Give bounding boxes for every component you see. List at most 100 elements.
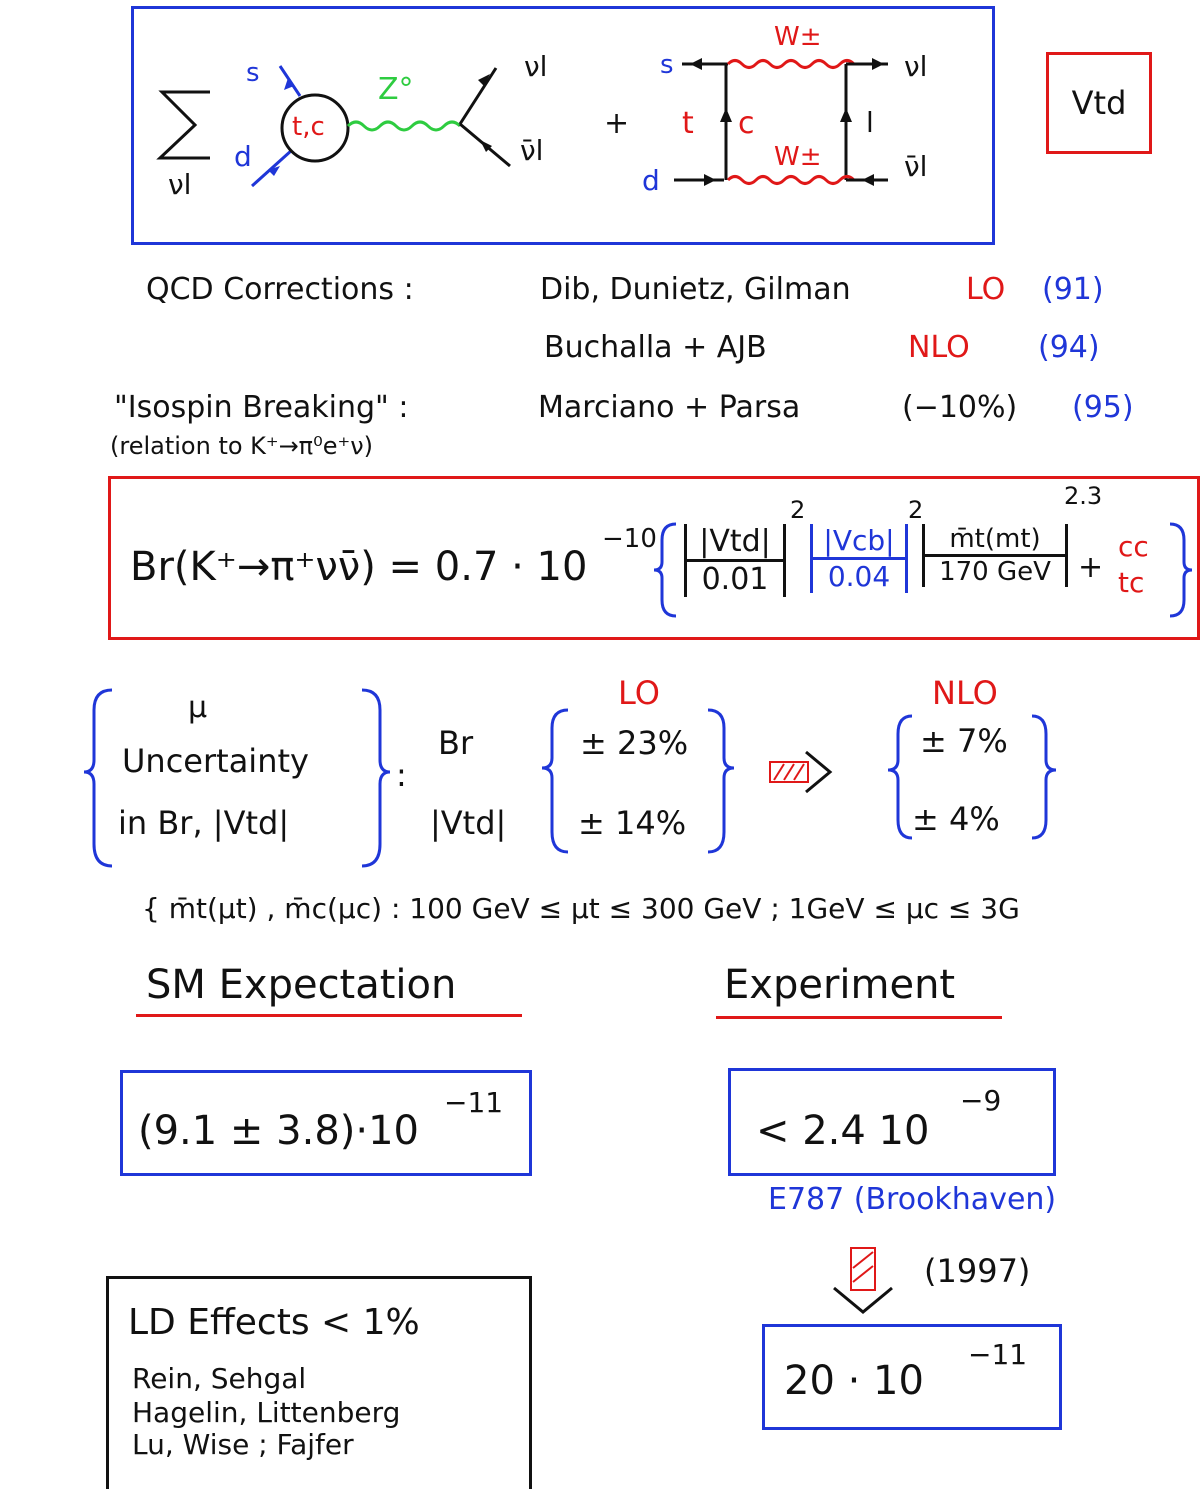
fraction-vcb: |Vcb| 0.04: [810, 524, 908, 593]
penguin-d-label: d: [234, 140, 252, 173]
fraction-mt-den: 170 GeV: [939, 557, 1051, 587]
box-nubar-arrow-icon: [862, 174, 874, 186]
formula-cc: cc: [1118, 530, 1149, 563]
lo-left-brace: [541, 708, 569, 854]
vtd-box: Vtd: [1046, 52, 1152, 154]
formula-box: [108, 476, 1200, 640]
fraction-vcb-den: 0.04: [827, 560, 891, 593]
box-t-label: t: [682, 106, 694, 141]
fraction-mt: m̄t(mt) 170 GeV: [922, 524, 1068, 587]
formula-exponent: −10: [602, 524, 657, 554]
fraction-vtd: |Vtd| 0.01: [684, 524, 786, 597]
box-lepton-label: l: [866, 106, 874, 139]
uncertainty-colon: :: [396, 756, 407, 794]
fraction-vtd-power: 2: [790, 496, 806, 524]
box-left-arrow-icon: [720, 108, 732, 122]
penguin-s-label: s: [246, 58, 260, 88]
isospin-value: (−10%): [902, 390, 1018, 425]
experiment-title: Experiment: [724, 962, 956, 1008]
box-nubar-label: ν̄l: [904, 150, 928, 183]
nlo-br-value: ± 7%: [920, 722, 1008, 760]
qcd-row2-year: (94): [1038, 330, 1100, 365]
qcd-row2-order: NLO: [908, 330, 970, 365]
experiment-value-box: [728, 1068, 1056, 1176]
experiment-source: E787 (Brookhaven): [768, 1182, 1057, 1217]
box-d-arrow-icon: [704, 174, 716, 186]
sigma-symbol: [156, 90, 210, 160]
isospin-sublabel: (relation to K⁺→π⁰e⁺ν): [110, 432, 373, 460]
nlo-right-brace: [1031, 714, 1057, 840]
down-arrow-icon: [833, 1286, 893, 1314]
d-arrow-icon: [268, 166, 280, 176]
vtd-label: Vtd: [1071, 84, 1127, 122]
w-top-label: W±: [774, 22, 822, 52]
qcd-row2-authors: Buchalla + AJB: [544, 330, 767, 365]
z-boson-line: [346, 120, 462, 132]
uncertainty-left-brace: [83, 688, 113, 868]
fraction-mt-num: m̄t(mt): [925, 524, 1065, 557]
sm-exponent: −11: [444, 1086, 504, 1119]
sm-value-box: [120, 1070, 532, 1176]
diagram-box: [131, 6, 995, 245]
uncertainty-mu: μ: [188, 690, 208, 725]
formula-right-brace: [1169, 522, 1193, 618]
experiment-new-exponent: −11: [968, 1338, 1028, 1371]
formula-lhs: Br(K⁺→π⁺νν̄) = 0.7 · 10: [130, 544, 588, 590]
sum-index: νl: [168, 168, 192, 201]
loop-label: t,c: [292, 112, 325, 142]
isospin-label: "Isospin Breaking" :: [114, 390, 409, 425]
down-arrow-shaft: [850, 1247, 876, 1291]
experiment-year: (1997): [924, 1252, 1031, 1290]
fraction-vtd-num: |Vtd|: [687, 524, 783, 562]
experiment-value: < 2.4 10: [756, 1108, 930, 1154]
scale-ranges: { m̄t(μt) , m̄c(μc) : 100 GeV ≤ μt ≤ 300…: [142, 892, 1020, 925]
s-arrow-icon: [284, 78, 294, 90]
sm-title-underline: [136, 1014, 522, 1017]
w-bottom-line: [726, 175, 856, 185]
ld-effects-box: [106, 1276, 532, 1489]
qcd-label: QCD Corrections :: [146, 272, 414, 307]
lo-right-brace: [707, 708, 735, 854]
loop-circle: [280, 93, 350, 163]
ld-author-3: Lu, Wise ; Fajfer: [132, 1428, 354, 1461]
diagram-plus: +: [604, 106, 630, 141]
fraction-vcb-power: 2: [908, 496, 924, 524]
d-quark-line: [250, 148, 294, 188]
box-s-arrow-icon: [690, 58, 702, 70]
fraction-vcb-num: |Vcb|: [813, 524, 905, 560]
nubar-arrow-icon: [480, 140, 492, 152]
nu-arrow-icon: [478, 74, 490, 86]
box-d-label: d: [642, 164, 660, 197]
nu-line: [458, 67, 498, 125]
ld-author-1: Rein, Sehgal: [132, 1362, 307, 1395]
z-boson-label: Z°: [378, 72, 414, 107]
uncertainty-subtitle: in Br, |Vtd|: [118, 804, 290, 842]
uncertainty-br-label: Br: [438, 724, 474, 762]
experiment-new-value: 20 · 10: [784, 1358, 924, 1404]
qcd-row1-order: LO: [966, 272, 1006, 307]
fraction-mt-power: 2.3: [1064, 482, 1103, 510]
w-top-line: [726, 59, 856, 69]
implies-arrow-shaft: [769, 761, 809, 783]
nlo-left-brace: [887, 714, 913, 840]
qcd-row1-authors: Dib, Dunietz, Gilman: [540, 272, 851, 307]
box-s-label: s: [660, 50, 674, 80]
lo-br-value: ± 23%: [580, 724, 689, 762]
sm-title: SM Expectation: [146, 962, 457, 1008]
uncertainty-vtd-label: |Vtd|: [430, 804, 507, 842]
penguin-nubar-label: ν̄l: [520, 134, 544, 167]
implies-arrow-icon: [805, 750, 833, 794]
box-c-label: c: [738, 106, 755, 141]
experiment-title-underline: [716, 1016, 1002, 1019]
lo-vtd-value: ± 14%: [578, 804, 687, 842]
box-nu-arrow-icon: [872, 58, 884, 70]
isospin-authors: Marciano + Parsa: [538, 390, 801, 425]
w-bottom-label: W±: [774, 142, 822, 172]
experiment-exponent: −9: [960, 1084, 1002, 1117]
ld-author-2: Hagelin, Littenberg: [132, 1396, 401, 1429]
fraction-vtd-den: 0.01: [701, 562, 769, 597]
box-right-arrow-icon: [840, 108, 852, 122]
box-nu-label: νl: [904, 50, 928, 83]
isospin-year: (95): [1072, 390, 1134, 425]
